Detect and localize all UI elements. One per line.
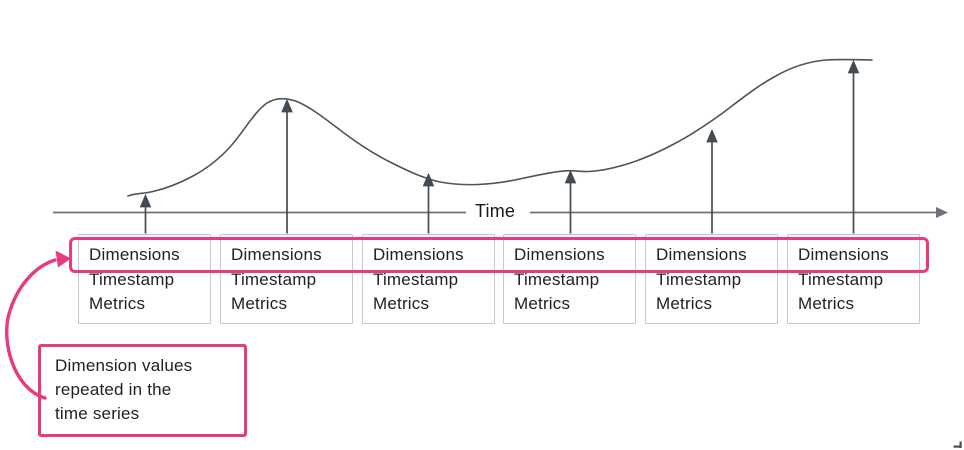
record-2-timestamp: Timestamp xyxy=(231,269,317,289)
value-arrow-3-head-icon xyxy=(422,172,435,187)
record-box-2: Dimensions Timestamp Metrics xyxy=(220,234,353,324)
callout-line-3: time series xyxy=(55,404,140,423)
record-2-metrics: Metrics xyxy=(231,294,288,313)
time-axis-label: Time xyxy=(475,201,516,221)
record-box-4: Dimensions Timestamp Metrics xyxy=(503,234,636,324)
record-box-3: Dimensions Timestamp Metrics xyxy=(362,234,495,324)
callout-line-1: Dimension values xyxy=(55,356,193,375)
record-4-timestamp: Timestamp xyxy=(514,269,600,289)
corner-artifact-tick xyxy=(959,441,962,448)
record-box-1: Dimensions Timestamp Metrics xyxy=(78,234,211,324)
callout-box: Dimension values repeated in the time se… xyxy=(38,344,247,437)
record-3-dimensions: Dimensions xyxy=(373,245,464,264)
time-series-curve xyxy=(127,58,873,197)
value-arrow-5-head-icon xyxy=(706,128,718,143)
record-4-dimensions: Dimensions xyxy=(514,245,605,264)
corner-artifact-mark xyxy=(953,445,961,448)
record-1-dimensions: Dimensions xyxy=(89,245,180,264)
record-box-6: Dimensions Timestamp Metrics xyxy=(787,234,920,324)
record-1-timestamp: Timestamp xyxy=(89,269,175,289)
record-6-dimensions: Dimensions xyxy=(798,245,889,264)
record-3-metrics: Metrics xyxy=(373,294,430,313)
record-5-metrics: Metrics xyxy=(656,294,713,313)
record-2-dimensions: Dimensions xyxy=(231,245,322,264)
time-axis-arrowhead-icon xyxy=(936,207,948,218)
record-6-metrics: Metrics xyxy=(798,294,855,313)
value-arrow-1-head-icon xyxy=(139,193,152,208)
callout-line-2: repeated in the xyxy=(55,380,172,399)
record-box-5: Dimensions Timestamp Metrics xyxy=(645,234,778,324)
record-6-timestamp: Timestamp xyxy=(798,269,884,289)
dimensions-row-highlight xyxy=(69,237,929,273)
record-4-metrics: Metrics xyxy=(514,294,571,313)
value-arrow-4-head-icon xyxy=(564,169,577,184)
record-1-metrics: Metrics xyxy=(89,294,146,313)
record-5-timestamp: Timestamp xyxy=(656,269,742,289)
value-arrow-6-head-icon xyxy=(847,59,860,74)
record-3-timestamp: Timestamp xyxy=(373,269,459,289)
record-5-dimensions: Dimensions xyxy=(656,245,747,264)
value-arrow-2-head-icon xyxy=(281,98,293,113)
